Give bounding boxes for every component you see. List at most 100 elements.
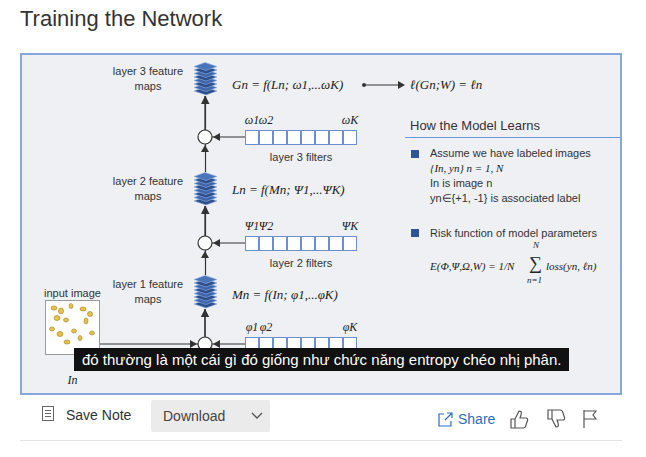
filter-symbol: φ2 — [260, 320, 273, 335]
bullet-square — [411, 229, 419, 237]
filter-cell — [329, 236, 343, 251]
connector — [205, 206, 245, 243]
equation: ℓ(Gn;W) = ℓn — [410, 77, 482, 93]
layer-label: layer 3 feature maps — [111, 64, 185, 94]
note-icon-page — [43, 407, 54, 421]
input-image-picture — [45, 300, 100, 355]
arrow-head — [213, 239, 220, 247]
filter-cell — [343, 236, 357, 251]
button-text: Download — [151, 400, 270, 432]
filter-cell — [245, 130, 259, 145]
subtitle-bar: đó thường là một cái gì đó giống như chứ… — [74, 348, 569, 371]
filter-cell — [343, 130, 357, 145]
filter-cell — [315, 236, 329, 251]
arrow-line — [364, 84, 400, 85]
input-image: input imageIn — [45, 300, 100, 355]
equation: Ln = f(Mn; Ψ1,...ΨK) — [232, 182, 345, 198]
filter-cell — [259, 236, 273, 251]
feature-map-layer — [194, 276, 217, 284]
stack-outline — [193, 275, 218, 309]
flag-icon — [584, 410, 596, 428]
image-ground — [45, 300, 100, 355]
bullet-text: {In, yn} n = 1, N — [430, 162, 503, 174]
image-symbol: In — [68, 373, 78, 388]
thumbs-up-icon — [511, 411, 528, 428]
toolbar-link: Share — [458, 411, 495, 427]
image-blob — [84, 318, 88, 324]
filter-caption: layer 2 filters — [270, 257, 332, 269]
filter-cell — [315, 130, 329, 145]
filter-cell — [287, 130, 301, 145]
feature-map-layer — [194, 63, 217, 71]
bullet-square — [411, 150, 419, 158]
image-blob — [64, 318, 69, 322]
feature-map-stack: layer 3 feature maps — [193, 62, 218, 96]
formula-part: N — [533, 240, 539, 250]
layer-label: layer 2 feature maps — [111, 174, 185, 204]
arrow-head — [398, 81, 405, 89]
feature-map-layer — [194, 173, 217, 181]
filter-symbol: Ψ2 — [259, 219, 273, 234]
filter-bank: ω1ω2ωKlayer 3 filters — [245, 130, 357, 145]
equation: Mn = f(In; φ1,...φK) — [232, 287, 338, 303]
arrow-head — [201, 251, 209, 258]
thumbs-down-shape — [548, 410, 565, 427]
filter-cell — [273, 236, 287, 251]
feature-map-stack: layer 1 feature maps — [193, 275, 218, 309]
image-blob — [57, 332, 63, 337]
chevron-path — [252, 413, 262, 418]
filter-cell — [329, 130, 343, 145]
stack-outline — [193, 172, 218, 206]
dropdown-chevron — [250, 410, 264, 422]
image-blob — [54, 316, 60, 321]
connector — [100, 309, 205, 344]
bullet-text: yn∈{+1, -1} is associated label — [430, 192, 580, 205]
formula-part: n=1 — [527, 275, 542, 285]
formula-part: loss(yn, ℓn) — [546, 260, 596, 272]
image-blob — [51, 306, 57, 310]
download-button: Download — [151, 400, 270, 432]
image-blob — [90, 331, 95, 335]
thumbs-down-icon — [548, 410, 565, 427]
filter-cell — [273, 130, 287, 145]
bullet-text: Risk function of model parameters — [430, 227, 597, 239]
image-blob — [50, 327, 55, 331]
image-blob — [69, 304, 73, 309]
page-title: Training the Network — [20, 6, 222, 32]
formula-part: ∑ — [529, 253, 542, 273]
filter-cell — [301, 236, 315, 251]
note-icon-line — [45, 413, 51, 414]
share-icon — [439, 413, 452, 426]
filter-cell — [287, 236, 301, 251]
sum-node — [198, 236, 212, 250]
flag-shape — [584, 410, 596, 428]
thumbs-up-shape — [511, 411, 528, 428]
equation: Gn = f(Ln; ω1,...ωK) — [232, 77, 343, 93]
panel-heading: How the Model Learns — [410, 118, 540, 133]
filter-symbol: ω2 — [259, 113, 273, 128]
note-icon — [43, 407, 54, 421]
slide-frame — [21, 54, 621, 394]
filter-symbol: Ψ1 — [245, 219, 259, 234]
filter-bank: Ψ1Ψ2ΨKlayer 2 filters — [245, 236, 357, 251]
junction-circles — [190, 130, 220, 351]
connector — [205, 96, 245, 137]
filter-symbol: ω1 — [245, 113, 259, 128]
toolbar-text: Save Note — [66, 407, 131, 423]
layer-label: layer 1 feature maps — [111, 277, 185, 307]
panel-rule — [405, 137, 620, 138]
image-blob — [88, 312, 93, 317]
filter-symbol: ωK — [342, 113, 358, 128]
image-blob — [72, 329, 77, 333]
loss-arrow — [362, 81, 405, 89]
arrow-head — [190, 340, 197, 348]
share-icon-arrow — [445, 413, 452, 420]
filter-symbol: ΨK — [342, 219, 358, 234]
feature-map-stack: layer 2 feature maps — [193, 172, 218, 206]
image-blob — [80, 307, 86, 311]
filter-cell — [301, 130, 315, 145]
connector — [205, 309, 245, 344]
filter-caption: layer 3 filters — [270, 151, 332, 163]
formula-part: E(Φ,Ψ,Ω,W) = 1/N — [430, 260, 514, 272]
